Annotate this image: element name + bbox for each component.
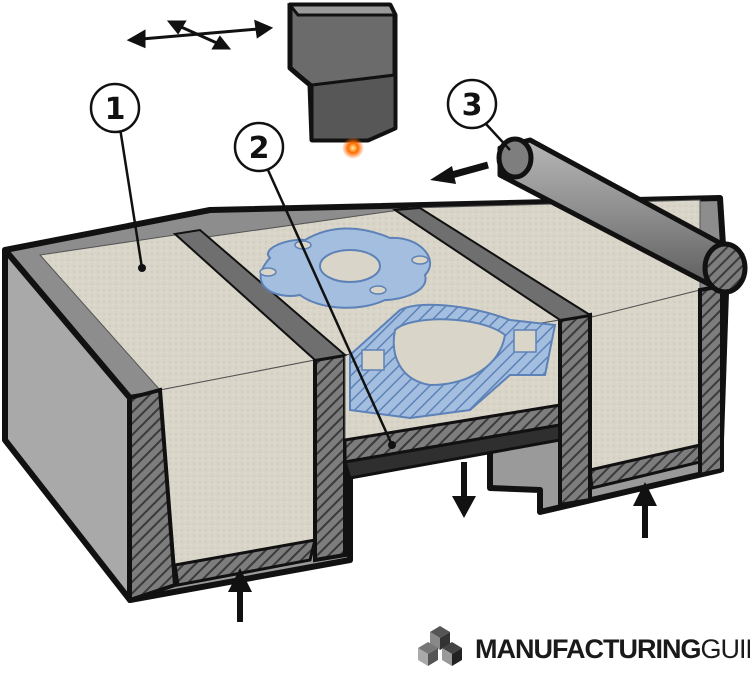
divider-left [172, 228, 348, 362]
sintered-part-section [349, 303, 557, 420]
four-way-arrow-icon [126, 19, 274, 50]
leader-line-1 [118, 127, 144, 269]
divider-right [392, 206, 593, 322]
callout-2-label: 2 [249, 131, 270, 166]
callout-1: 1 [89, 82, 141, 134]
callout-2: 2 [233, 121, 285, 173]
laser-head [286, 2, 398, 159]
leader-dot-2 [388, 441, 396, 449]
brand-wordmark: MANUFACTURINGGUIDE [475, 634, 750, 665]
brand-wordmark-light: GUIDE [700, 634, 750, 664]
leader-line-2 [266, 169, 394, 446]
brand-wordmark-bold: MANUFACTURING [475, 634, 701, 664]
arrow-left-icon [430, 161, 489, 184]
powder-supply-left [39, 231, 347, 603]
powder-supply-right [408, 199, 724, 508]
arrow-up-icon [228, 568, 252, 622]
callout-3-label: 3 [462, 88, 483, 123]
callout-1-label: 1 [105, 92, 126, 127]
callout-3: 3 [446, 78, 498, 130]
cube-cluster-icon [418, 626, 462, 666]
arrow-up-icon [633, 482, 657, 538]
arrow-down-icon [452, 462, 476, 518]
leader-dot-1 [138, 264, 146, 272]
leader-line-3 [485, 123, 511, 151]
laser-dot [342, 137, 364, 159]
